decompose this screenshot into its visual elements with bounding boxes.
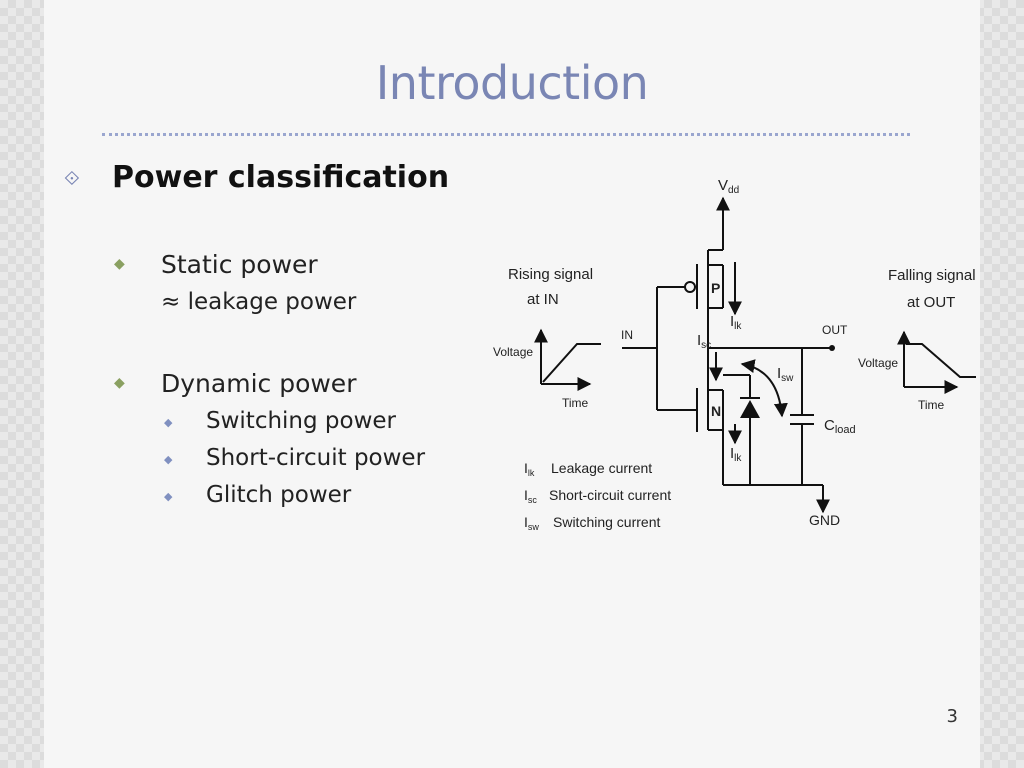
bullet-leakage-power: ≈ leakage power bbox=[161, 289, 357, 315]
rising-signal-curve bbox=[542, 343, 601, 383]
vdd-label: Vdd bbox=[718, 177, 739, 196]
rising-signal-title: Rising signal bbox=[508, 266, 593, 283]
isw-arrow bbox=[740, 359, 788, 418]
legend-symbol: Isc bbox=[524, 487, 537, 505]
bullet-switching-power: Switching power bbox=[206, 408, 397, 434]
current-legend: Ilk Leakage current Isc Short-circuit cu… bbox=[524, 460, 671, 532]
legend-symbol: Ilk bbox=[524, 460, 535, 478]
bullet-static-power: Static power bbox=[161, 250, 318, 279]
slide: Introduction ⟐ Power classification ◆ St… bbox=[44, 0, 980, 768]
rising-time-label: Time bbox=[562, 396, 589, 410]
out-label: OUT bbox=[822, 323, 848, 337]
pmos-bubble bbox=[684, 281, 696, 293]
slide-title: Introduction bbox=[375, 56, 649, 110]
bullet-glitch-power: Glitch power bbox=[206, 482, 352, 508]
out-node bbox=[829, 345, 835, 351]
falling-time-label: Time bbox=[918, 398, 945, 412]
gnd-label: GND bbox=[809, 512, 840, 528]
legend-text: Leakage current bbox=[551, 460, 652, 476]
falling-signal-subtitle: at OUT bbox=[907, 294, 955, 311]
small-diamond-bullet-icon: ◆ bbox=[164, 416, 173, 429]
diode-icon bbox=[740, 400, 760, 418]
diamond-bullet-icon: ◆ bbox=[114, 256, 125, 272]
legend-symbol: Isw bbox=[524, 514, 539, 532]
cload-label: Cload bbox=[824, 417, 856, 436]
legend-text: Switching current bbox=[553, 514, 660, 530]
diamond-bullet-icon: ◆ bbox=[114, 375, 125, 391]
isw-label: Isw bbox=[777, 365, 794, 384]
nmos-label: N bbox=[711, 403, 721, 419]
rising-voltage-label: Voltage bbox=[493, 345, 533, 359]
isc-label: Isc bbox=[697, 332, 711, 351]
small-diamond-bullet-icon: ◆ bbox=[164, 490, 173, 503]
ilk-label-bottom: Ilk bbox=[730, 445, 742, 464]
legend-text: Short-circuit current bbox=[549, 487, 671, 503]
bullet-dynamic-power: Dynamic power bbox=[161, 369, 357, 398]
falling-signal-curve bbox=[906, 343, 976, 378]
title-divider bbox=[102, 133, 910, 136]
diamond-outline-bullet-icon: ⟐ bbox=[64, 166, 80, 190]
ilk-label-top: Ilk bbox=[730, 313, 742, 332]
bullet-power-classification: Power classification bbox=[112, 160, 450, 195]
rising-signal-subtitle: at IN bbox=[527, 291, 559, 308]
bullet-short-circuit-power: Short-circuit power bbox=[206, 445, 426, 471]
falling-voltage-label: Voltage bbox=[858, 356, 898, 370]
page-number: 3 bbox=[946, 706, 958, 727]
small-diamond-bullet-icon: ◆ bbox=[164, 453, 173, 466]
pmos-label: P bbox=[711, 280, 720, 296]
in-label: IN bbox=[621, 328, 633, 342]
falling-signal-title: Falling signal bbox=[888, 267, 976, 284]
